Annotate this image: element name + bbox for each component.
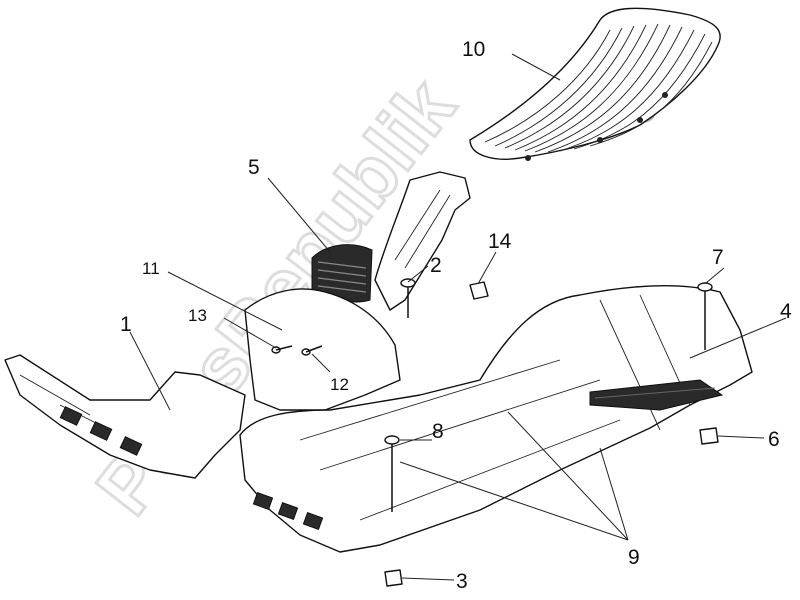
callout-14: 14 (488, 230, 512, 253)
callout-9: 9 (628, 546, 640, 569)
clip-14[interactable] (469, 281, 489, 300)
inner-panel (374, 171, 471, 311)
callout-10: 10 (462, 38, 485, 61)
callout-5: 5 (248, 156, 260, 179)
clip-6[interactable] (699, 427, 719, 445)
callout-11: 11 (142, 259, 160, 278)
part-1-floor-panel[interactable] (4, 285, 753, 553)
leader-lines (129, 53, 787, 581)
callout-7: 7 (712, 246, 724, 269)
callout-8: 8 (432, 420, 444, 443)
part-10-floor-mat[interactable] (469, 7, 721, 161)
screw-12[interactable] (301, 345, 323, 356)
callout-3: 3 (456, 570, 468, 593)
callout-2: 2 (430, 254, 442, 277)
screw-8[interactable] (384, 435, 400, 512)
callout-6: 6 (768, 428, 780, 451)
screw-11[interactable] (271, 345, 293, 354)
screw-2[interactable] (400, 278, 416, 318)
screw-7[interactable] (697, 282, 713, 350)
clip-3[interactable] (384, 569, 403, 587)
callout-1: 1 (120, 313, 132, 336)
callout-13: 13 (188, 306, 207, 325)
callout-12: 12 (330, 375, 349, 394)
callout-4: 4 (780, 300, 792, 323)
